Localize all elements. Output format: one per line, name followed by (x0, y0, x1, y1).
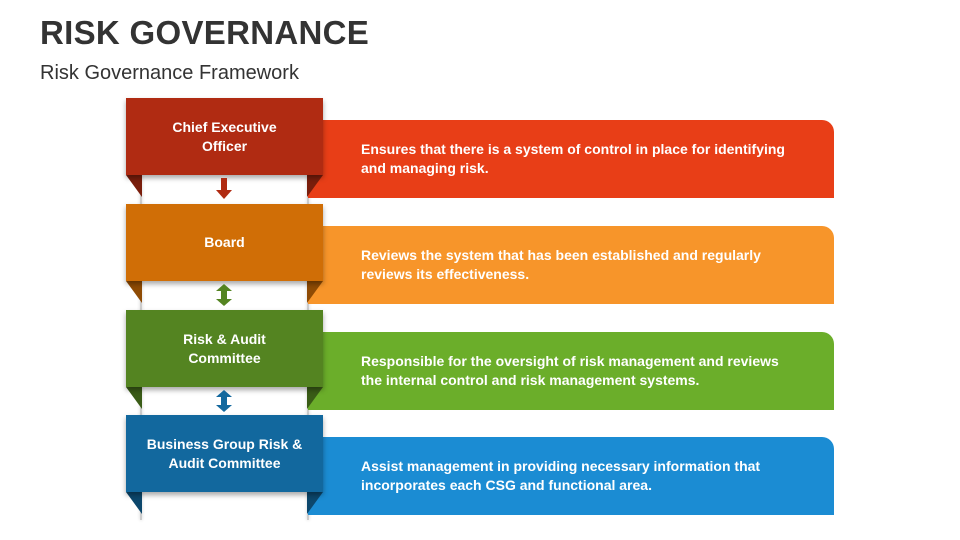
double-arrow-icon (216, 390, 232, 417)
description-panel: Assist management in providing necessary… (308, 437, 834, 515)
description-panel: Ensures that there is a system of contro… (308, 120, 834, 198)
level-box: Board (126, 204, 323, 281)
level-box: Chief Executive Officer (126, 98, 323, 175)
level-box: Business Group Risk & Audit Committee (126, 415, 323, 492)
level-label: Risk & Audit Committee (183, 330, 266, 366)
level-label: Chief Executive Officer (172, 118, 277, 154)
description-text: Responsible for the oversight of risk ma… (361, 353, 779, 388)
down-arrow-icon (216, 178, 232, 205)
description-panel: Responsible for the oversight of risk ma… (308, 332, 834, 410)
description-text: Assist management in providing necessary… (361, 458, 761, 493)
description-panel: Reviews the system that has been establi… (308, 226, 834, 304)
page-subtitle: Risk Governance Framework (40, 62, 299, 84)
page-title: RISK GOVERNANCE (40, 14, 370, 51)
description-text: Ensures that there is a system of contro… (361, 141, 785, 176)
ribbon-fold (126, 175, 142, 197)
description-text: Reviews the system that has been establi… (361, 247, 761, 282)
level-box: Risk & Audit Committee (126, 310, 323, 387)
double-arrow-icon (216, 284, 232, 311)
level-label: Business Group Risk & Audit Committee (146, 435, 303, 471)
level-label: Board (204, 234, 245, 250)
